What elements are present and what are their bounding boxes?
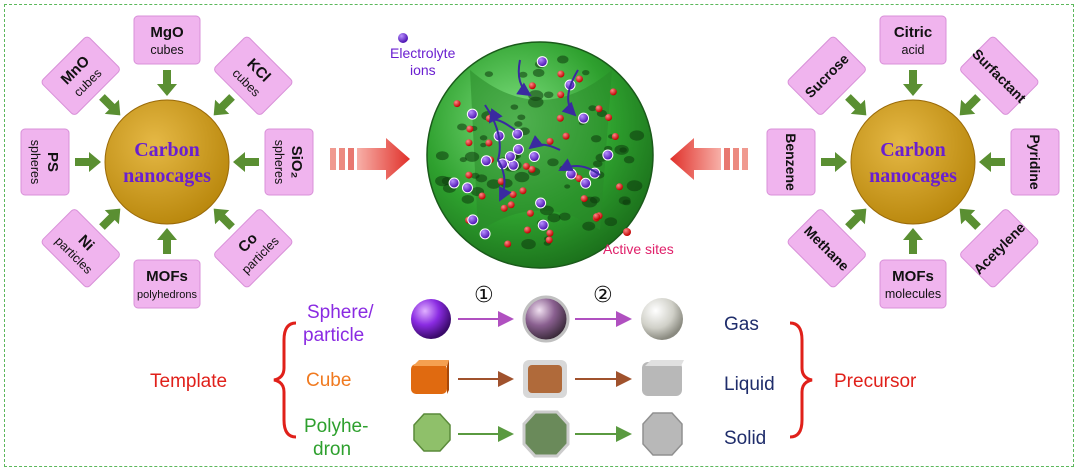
precursor-arrow-5 (845, 208, 867, 230)
precursor-box-sub-4: molecules (885, 287, 941, 301)
step-1-label: ① (474, 283, 494, 308)
precursor-box-main-6: Benzene (783, 133, 799, 191)
template-arrow-6 (75, 152, 101, 172)
precursor-arrow-4 (903, 228, 923, 254)
arrow-to-sphere-right (670, 138, 748, 180)
precursor-box-main-4: MOFs (892, 268, 934, 285)
precursor-arrow-0 (903, 70, 923, 96)
template-box-0: MgO cubes (133, 15, 201, 65)
precursor-box-main-0: Citric (894, 24, 932, 41)
precursor-center-line2: nanocages (869, 165, 957, 187)
precursor-arrow-2 (979, 152, 1005, 172)
template-box-main-2: SiO₂ (288, 146, 305, 179)
template-brace (273, 321, 297, 439)
row-cube-type: Cube (306, 370, 351, 391)
phase-solid: Solid (724, 428, 766, 449)
template-arrow-3 (213, 208, 235, 230)
template-center-line1: Carbon (134, 139, 200, 161)
orange-cube-template (411, 360, 449, 394)
carbon-nanocage-sphere (426, 41, 654, 269)
template-arrow-7 (99, 94, 121, 116)
hollow-sphere (641, 298, 683, 340)
row-sphere-type-line2: particle (303, 325, 364, 346)
electrolyte-ion-marker (398, 33, 408, 43)
precursor-arrow-7 (845, 94, 867, 116)
template-box-sub-4: polyhedrons (137, 289, 197, 301)
precursor-box-sub-0: acid (902, 43, 925, 57)
phase-gas: Gas (724, 314, 759, 335)
precursor-box-6: Benzene (766, 128, 816, 196)
template-arrow-2 (233, 152, 259, 172)
hollow-cube (642, 360, 684, 396)
template-label: Template (150, 371, 227, 392)
template-center-circle: Carbon nanocages (104, 99, 230, 225)
template-box-main-4: MOFs (146, 268, 188, 285)
synthesis-legend: Template Precursor ① ② Sphere/ particle … (150, 283, 917, 460)
left-template-hub: CarbonnanocagesMgOcubesKClcubesSiO₂spher… (20, 15, 314, 309)
precursor-box-7: Sucrose (787, 36, 866, 115)
diagram-frame (4, 4, 1074, 467)
precursor-box-5: Methane (787, 209, 866, 288)
precursor-box-0: Citric acid (879, 15, 947, 65)
purple-sphere-template (411, 299, 451, 339)
coated-sphere (522, 295, 570, 343)
electrolyte-label-line2: ions (410, 62, 436, 78)
template-box-sub-6: spheres (28, 140, 42, 184)
precursor-arrow-6 (821, 152, 847, 172)
coated-cube (523, 360, 567, 398)
template-box-sub-2: spheres (272, 140, 286, 184)
green-polyhedron-template (413, 413, 451, 452)
step-2-label: ② (593, 283, 613, 308)
template-box-sub-0: cubes (150, 43, 183, 57)
arrow-to-sphere-left (330, 138, 410, 180)
row-polyhedron-type-line1: Polyhe- (304, 416, 368, 437)
template-box-4: MOFs polyhedrons (133, 259, 201, 309)
precursor-box-2: Pyridine (1010, 128, 1060, 196)
template-arrow-5 (99, 208, 121, 230)
precursor-label: Precursor (834, 371, 917, 392)
precursor-brace (789, 321, 813, 439)
precursor-center-circle: Carbon nanocages (850, 99, 976, 225)
template-box-main-6: PS (44, 152, 61, 172)
precursor-arrow-1 (959, 94, 981, 116)
precursor-arrow-3 (959, 208, 981, 230)
phase-liquid: Liquid (724, 374, 775, 395)
template-center-line2: nanocages (123, 165, 211, 187)
template-arrow-0 (157, 70, 177, 96)
row-sphere-type-line1: Sphere/ (307, 302, 374, 323)
active-sites-label: Active sites (603, 241, 674, 257)
hollow-polyhedron (642, 412, 683, 456)
template-box-main-0: MgO (150, 24, 184, 41)
template-arrow-4 (157, 228, 177, 254)
active-site-marker (623, 228, 631, 236)
precursor-center-line1: Carbon (880, 139, 946, 161)
electrolyte-label-line1: Electrolyte (390, 45, 456, 61)
coated-polyhedron (522, 410, 570, 458)
precursor-box-main-2: Pyridine (1027, 134, 1043, 189)
row-polyhedron-type-line2: dron (313, 439, 351, 460)
template-arrow-1 (213, 94, 235, 116)
precursor-box-4: MOFs molecules (879, 259, 947, 309)
